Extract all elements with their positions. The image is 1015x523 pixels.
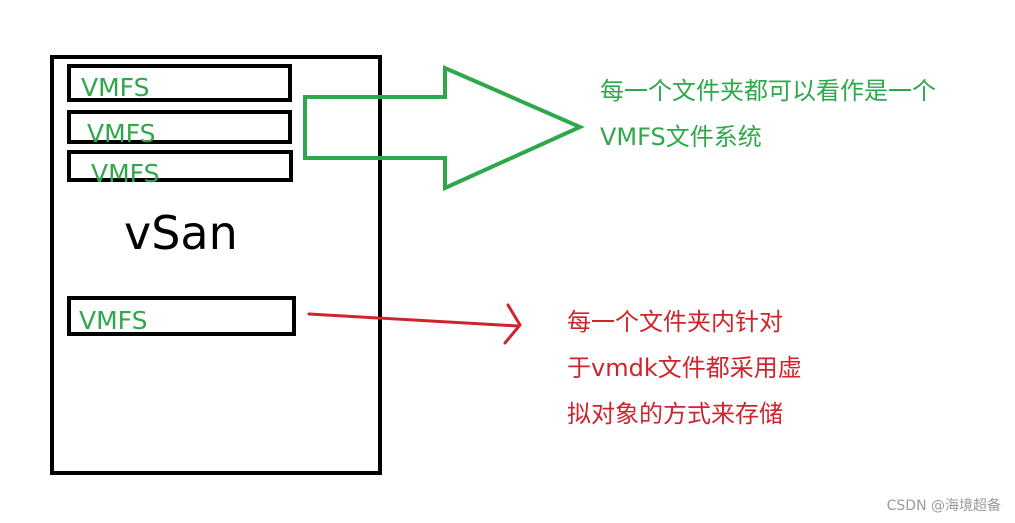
vmfs-box-3: VMFS — [67, 150, 293, 186]
green-block-arrow — [303, 64, 585, 192]
green-annotation: 每一个文件夹都可以看作是一个 VMFS文件系统 — [600, 68, 936, 160]
green-annotation-line-2: VMFS文件系统 — [600, 123, 762, 151]
vsan-container-box — [50, 55, 382, 475]
red-annotation: 每一个文件夹内针对 于vmdk文件都采用虚 拟对象的方式来存储 — [567, 299, 802, 437]
red-arrow — [307, 303, 522, 345]
vsan-label: vSan — [124, 206, 238, 260]
red-annotation-line-1: 每一个文件夹内针对 — [567, 308, 783, 336]
vmfs-box-1: VMFS — [67, 64, 292, 102]
red-annotation-line-3: 拟对象的方式来存储 — [567, 400, 783, 428]
vmfs-box-2: VMFS — [67, 110, 292, 146]
watermark: CSDN @海境超备 — [886, 498, 1001, 514]
vmfs-box-4: VMFS — [67, 296, 296, 336]
red-annotation-line-2: 于vmdk文件都采用虚 — [567, 354, 802, 382]
green-annotation-line-1: 每一个文件夹都可以看作是一个 — [600, 77, 936, 105]
